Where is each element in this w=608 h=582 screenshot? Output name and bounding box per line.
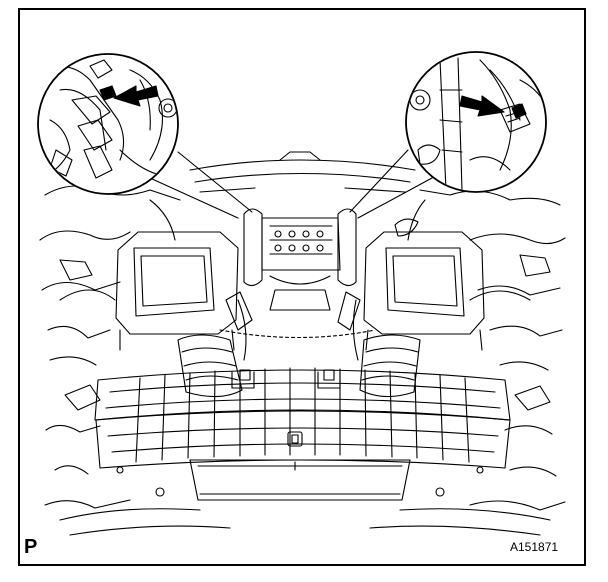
left-arrow-icon [113,85,159,107]
corner-mark: P [24,536,38,558]
intake-hoses [177,291,421,398]
front-intake-cover [59,367,551,536]
right-air-box [363,231,485,351]
callout-leaders [149,149,433,219]
left-detail-callout [37,53,179,195]
right-detail-callout [405,51,547,193]
right-arrow-icon [459,95,505,117]
left-air-box [115,231,239,351]
center-coil-area [243,208,357,311]
engine-bay [39,151,566,536]
figure-id: A151871 [510,540,559,554]
